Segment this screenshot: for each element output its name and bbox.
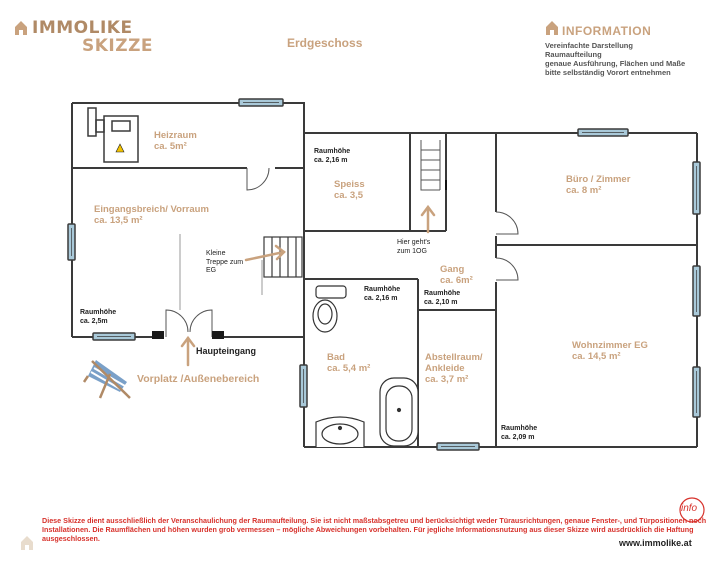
- height-label: Raumhöhe: [501, 425, 538, 432]
- entrance-label: Haupteingang: [196, 346, 256, 356]
- room-label-eingang: Eingangsbreich/ Vorraum ca. 13,5 m²: [94, 204, 209, 226]
- small-stairs-icon: [263, 236, 303, 278]
- house-icon: [21, 536, 33, 550]
- info-title: INFORMATION: [562, 24, 652, 38]
- room-height-bad: Raumhöhe ca. 2,16 m: [364, 286, 400, 303]
- room-label-speiss: Speiss ca. 3,5: [334, 179, 365, 201]
- doors: [165, 167, 519, 337]
- room-area: ca. 8 m²: [566, 185, 602, 196]
- room-name: Ankleide: [425, 363, 465, 374]
- note-line: EG: [206, 267, 217, 274]
- room-height-speiss: Raumhöhe ca. 2,16 m: [314, 148, 350, 165]
- room-area: ca. 3,7 m²: [425, 374, 469, 385]
- room-name: Gang: [440, 264, 465, 275]
- room-label-abstellraum: Abstellraum/ Ankleide ca. 3,7 m²: [425, 352, 483, 385]
- height-label: Raumhöhe: [424, 290, 461, 297]
- house-icon: [15, 21, 27, 35]
- room-name: Bad: [327, 352, 345, 363]
- room-name: Eingangsbreich/ Vorraum: [94, 204, 209, 215]
- room-area: ca. 13,5 m²: [94, 215, 143, 226]
- height-label: Raumhöhe: [364, 286, 401, 293]
- room-area: ca. 5m²: [154, 141, 187, 152]
- arrow-icons: [180, 204, 436, 367]
- note-line: zum 1OG: [397, 247, 427, 255]
- room-area: ca. 5,4 m²: [327, 363, 371, 374]
- room-label-buero: Büro / Zimmer ca. 8 m²: [566, 174, 630, 196]
- brand-name-line1: IMMOLIKE: [32, 18, 133, 38]
- room-name: Büro / Zimmer: [566, 174, 631, 185]
- note-line: Kleine: [206, 250, 226, 257]
- bathtub-icon: [379, 377, 419, 447]
- info-line: Vereinfachte Darstellung: [545, 41, 633, 50]
- room-name: Heizraum: [154, 130, 197, 141]
- height-value: ca. 2,16 m: [364, 294, 398, 302]
- room-name: Wohnzimmer EG: [572, 340, 648, 351]
- staircase-icon: [420, 140, 441, 191]
- height-label: Raumhöhe: [80, 309, 117, 316]
- room-label-wohnzimmer: Wohnzimmer EG ca. 14,5 m²: [572, 340, 648, 362]
- room-label-bad: Bad ca. 5,4 m²: [327, 352, 370, 374]
- room-name: Speiss: [334, 179, 365, 190]
- height-value: ca. 2,5m: [80, 317, 108, 325]
- room-name: Abstellraum/: [425, 352, 483, 363]
- info-line: Raumaufteilung: [545, 50, 602, 59]
- note-stairs-up: Hier geht's zum 1OG: [397, 239, 430, 256]
- info-badge-icon: [679, 497, 705, 523]
- room-label-gang: Gang ca. 6m²: [440, 264, 473, 286]
- room-height-eingang: Raumhöhe ca. 2,5m: [80, 309, 116, 326]
- height-value: ca. 2,10 m: [424, 298, 458, 306]
- page-title: Erdgeschoss: [287, 36, 363, 50]
- note-line: Treppe zum: [206, 258, 244, 266]
- height-label: Raumhöhe: [314, 148, 351, 155]
- flame-icon: [115, 143, 125, 153]
- height-value: ca. 2,16 m: [314, 156, 348, 164]
- boiler-icon: [87, 107, 139, 163]
- room-label-heizraum: Heizraum ca. 5m²: [154, 130, 197, 152]
- windows: [67, 98, 701, 451]
- room-height-gang: Raumhöhe ca. 2,10 m: [424, 290, 460, 307]
- disclaimer-text: Diese Skizze dient ausschließlich der Ve…: [42, 516, 707, 543]
- room-area: ca. 14,5 m²: [572, 351, 621, 362]
- house-icon: [546, 21, 558, 35]
- room-area: ca. 6m²: [440, 275, 473, 286]
- brand-name-line2: SKIZZE: [82, 36, 154, 56]
- height-value: ca. 2,09 m: [501, 433, 535, 441]
- outdoor-label: Vorplatz /Außenebereich: [137, 373, 260, 385]
- info-line: genaue Ausführung, Flächen und Maße: [545, 59, 686, 68]
- website-link[interactable]: www.immolike.at: [619, 538, 692, 548]
- room-area: ca. 3,5: [334, 190, 364, 201]
- note-line: Hier geht's: [397, 239, 431, 246]
- room-height-wohnzimmer: Raumhöhe ca. 2,09 m: [501, 425, 537, 442]
- deck-chair-icon: [82, 360, 131, 399]
- info-line: bitte selbständig Vorort entnehmen: [545, 68, 671, 77]
- sink-icon: [315, 416, 365, 447]
- info-badge-label[interactable]: info: [681, 503, 698, 514]
- toilet-icon: [312, 285, 347, 333]
- note-small-stairs: Kleine Treppe zum EG: [206, 250, 243, 276]
